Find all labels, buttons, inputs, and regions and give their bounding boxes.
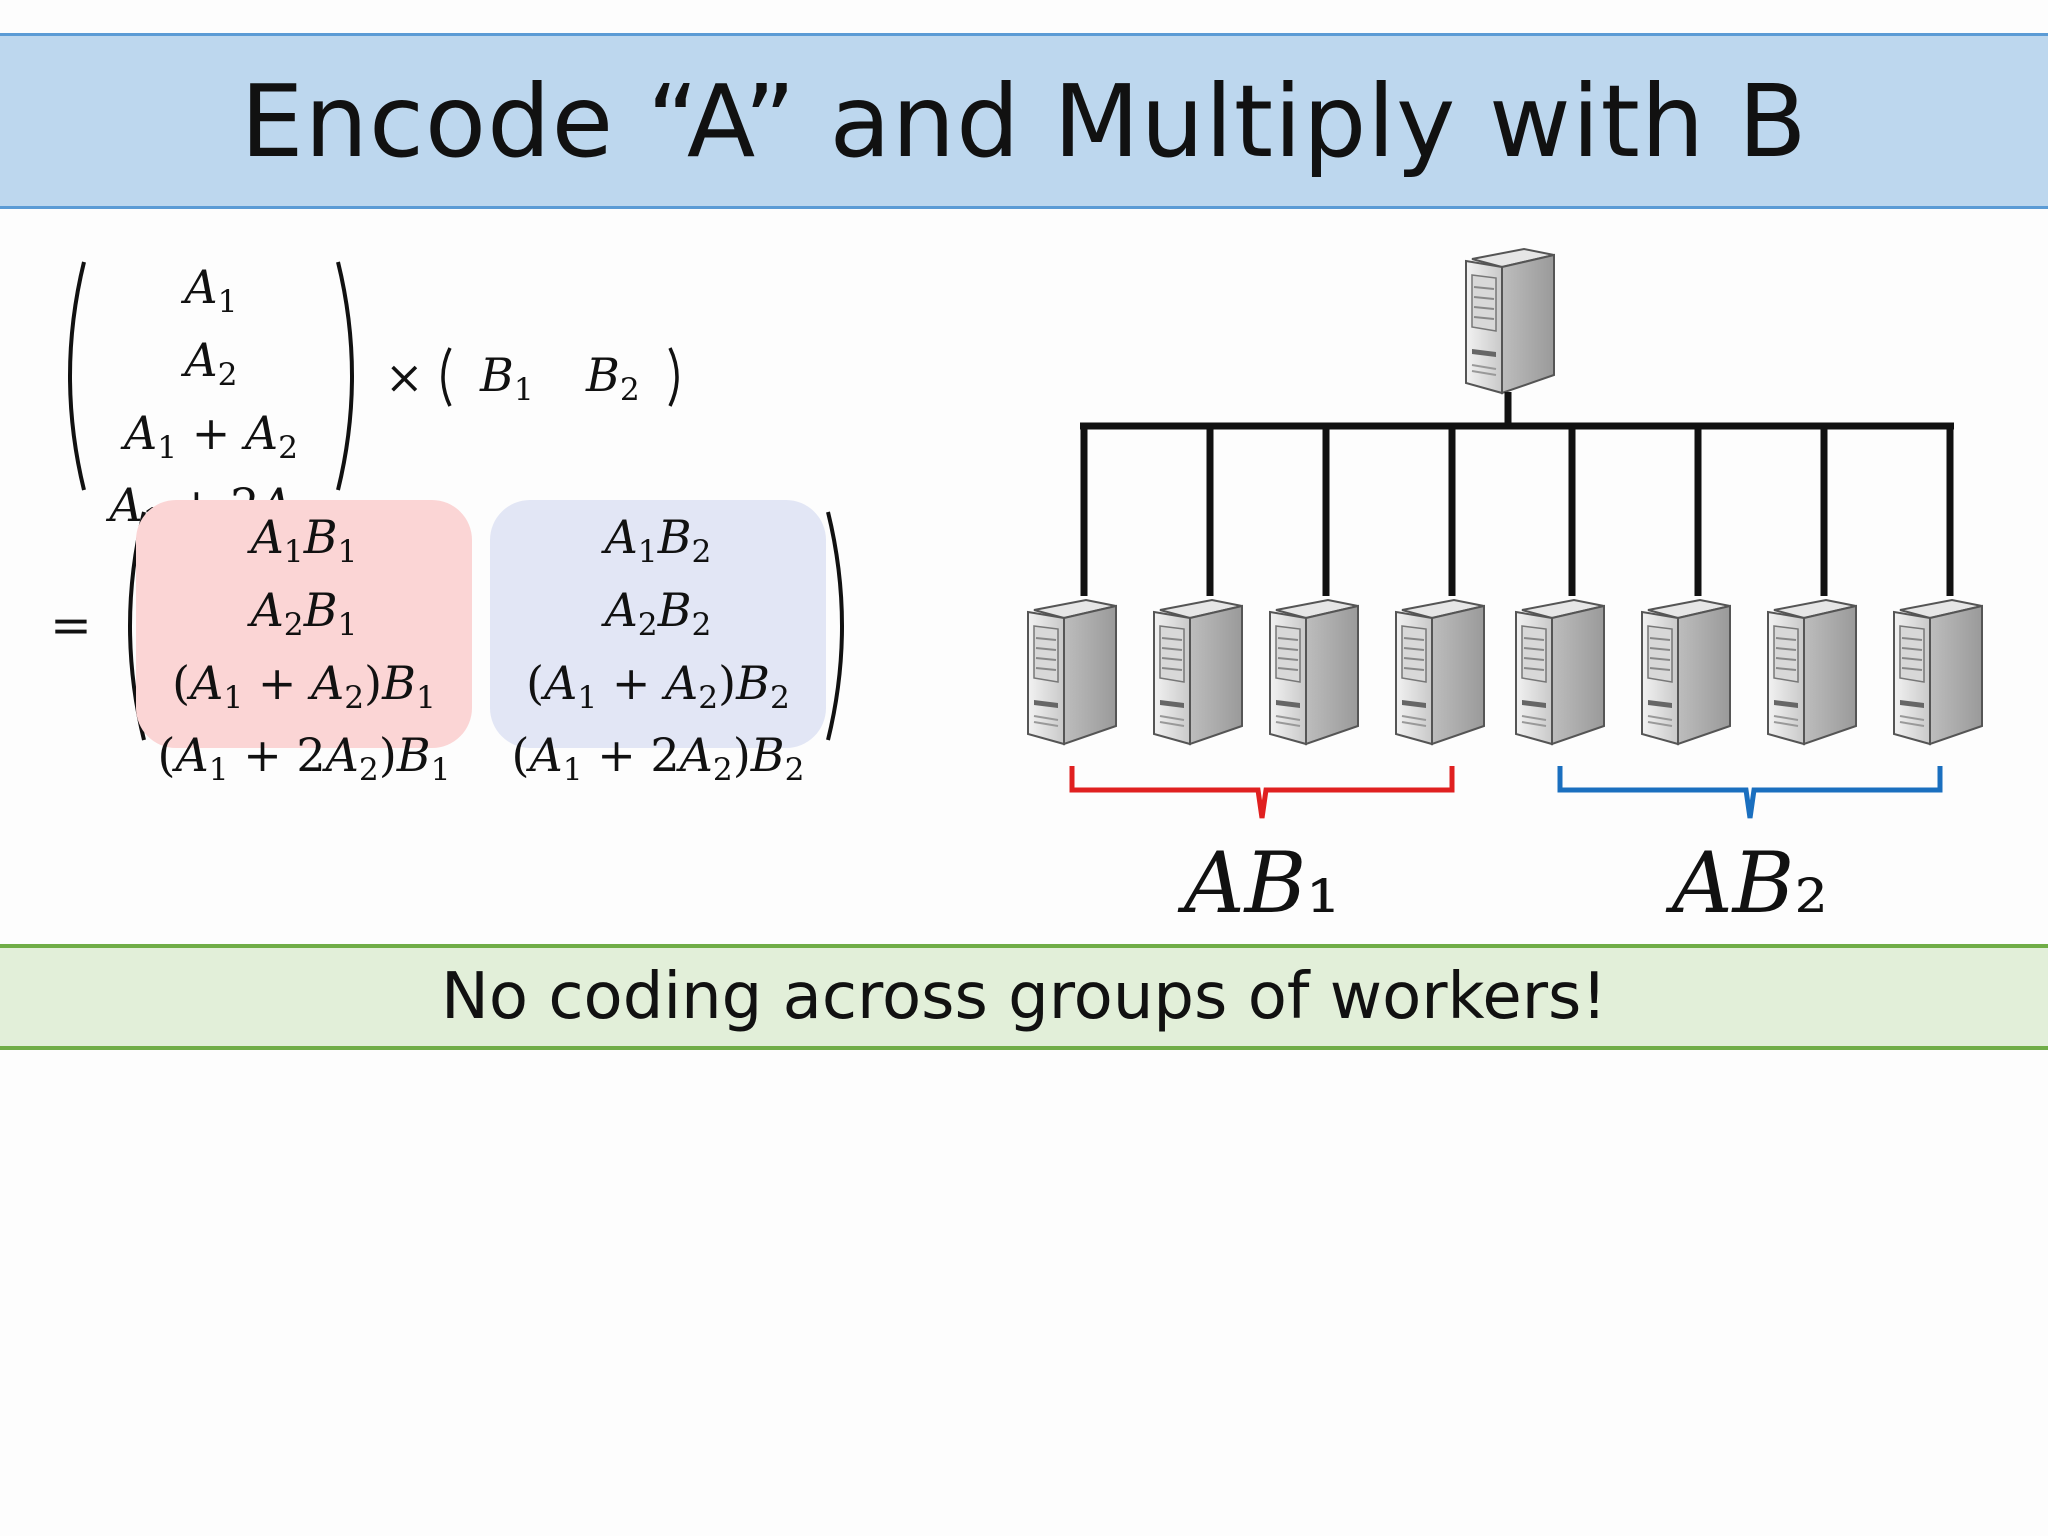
worker-server-icon-7 [1767,599,1857,745]
a-vector-left-paren [68,261,86,491]
b-row-right-paren [668,347,679,407]
result-col1-row-4: (A1 + 2A2)B1 [157,728,451,788]
slide-title: Encode “A” and Multiply with B [240,62,1808,180]
a-vector-row-3: A1 + A2 [123,405,299,466]
footer-message: No coding across groups of workers! [440,960,1608,1034]
worker-server-icon-4 [1395,599,1485,745]
group2-label: AB₂ [1665,834,1828,932]
a-vector-row-1: A1 [184,260,238,320]
group2-brace [1557,766,1943,819]
equals-sign: = [50,596,92,654]
result-right-paren [826,511,844,741]
worker-server-icon-1 [1027,599,1117,745]
a-vector-row-2: A2 [184,332,238,393]
result-col2-row-2: A2B2 [604,582,712,643]
result-col1: A1B1 A2B1 (A1 + A2)B1 (A1 + 2A2)B1 [146,508,462,799]
worker-server-icon-8 [1893,599,1983,745]
b-row-left-paren [441,347,452,407]
footer-band: No coding across groups of workers! [0,944,2048,1050]
b-row-item-2: B2 [586,348,640,408]
master-server-icon [1465,248,1555,394]
group1-label: AB₁ [1177,834,1340,932]
a-vector-right-paren [336,261,354,491]
result-col2-row-3: (A1 + A2)B2 [526,655,790,716]
result-col1-highlight [136,500,472,748]
result-col1-row-3: (A1 + A2)B1 [172,655,436,716]
result-col2-row-4: (A1 + 2A2)B2 [511,728,805,788]
worker-server-icon-3 [1269,599,1359,745]
result-col2-row-1: A1B2 [604,510,712,570]
title-band: Encode “A” and Multiply with B [0,33,2048,209]
times-sign: × [385,350,424,404]
worker-server-icon-5 [1515,599,1605,745]
result-col1-row-2: A2B1 [250,582,358,643]
result-col2: A1B2 A2B2 (A1 + A2)B2 (A1 + 2A2)B2 [500,508,816,799]
worker-server-icon-2 [1153,599,1243,745]
b-row-item-1: B1 [480,348,534,408]
group1-brace [1069,766,1455,819]
result-col1-row-1: A1B1 [250,510,358,570]
result-col2-highlight [490,500,826,748]
worker-server-icon-6 [1641,599,1731,745]
